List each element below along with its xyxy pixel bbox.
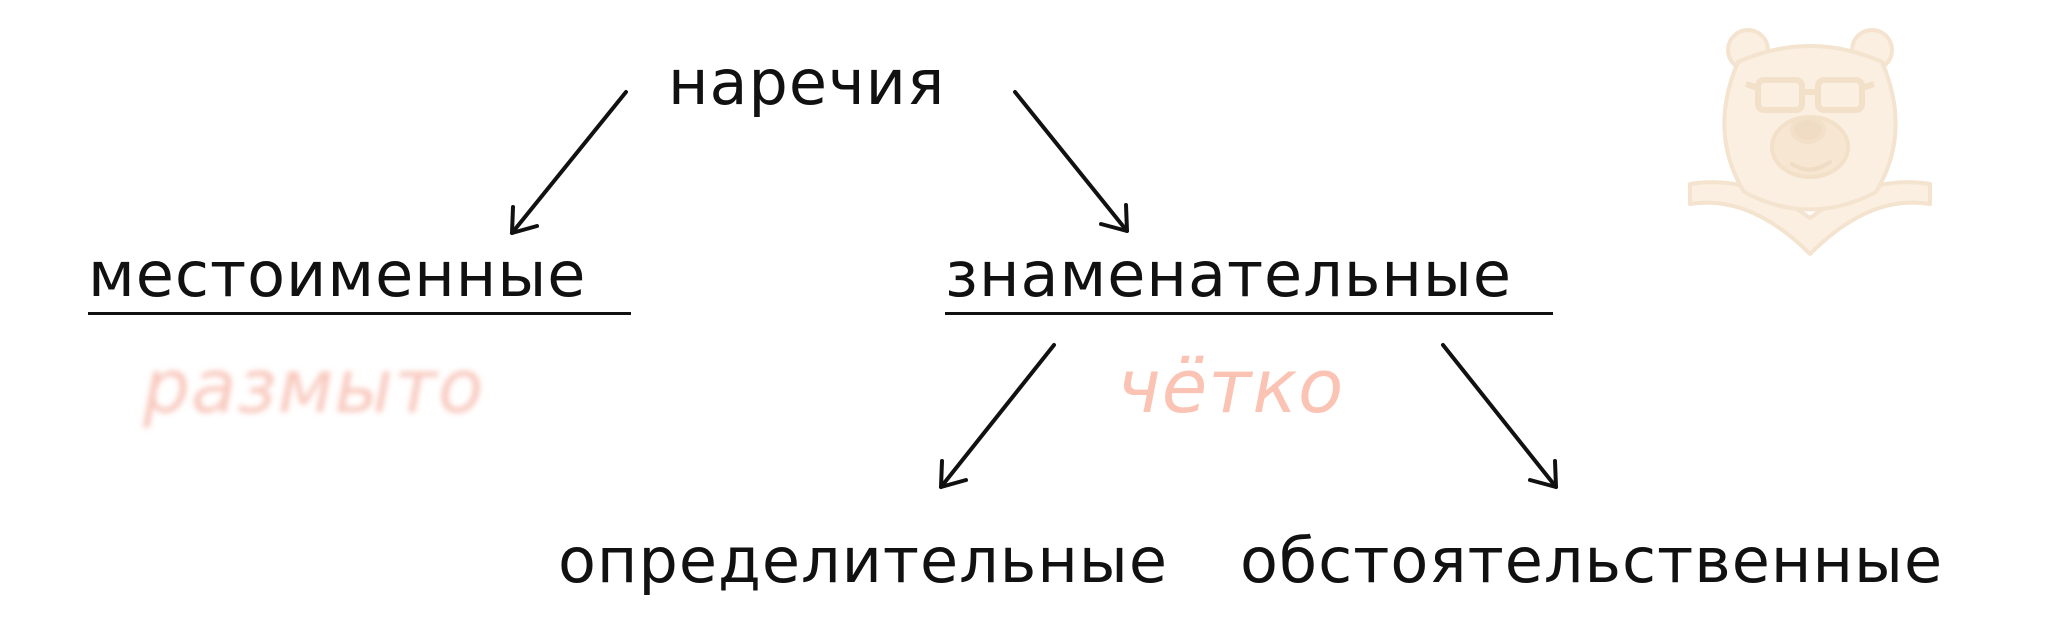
- arrow-right-to-child-1: [939, 343, 1056, 489]
- arrow-root-to-left: [510, 90, 628, 235]
- bear-mascot-icon: [1688, 28, 1932, 256]
- left-note-blurred: размыто: [143, 344, 485, 430]
- root-term: наречия: [668, 46, 946, 119]
- right-note-clear: чётко: [1117, 344, 1345, 430]
- arrow-right-to-child-2: [1441, 343, 1558, 489]
- arrow-root-to-right: [1013, 90, 1129, 233]
- right-category-underline: [945, 312, 1553, 315]
- left-category: местоименные: [88, 238, 587, 311]
- child-term-2: обстоятельственные: [1240, 524, 1944, 597]
- left-category-underline: [88, 312, 631, 315]
- right-category: знаменательные: [945, 238, 1513, 311]
- child-term-1: определительные: [558, 524, 1168, 597]
